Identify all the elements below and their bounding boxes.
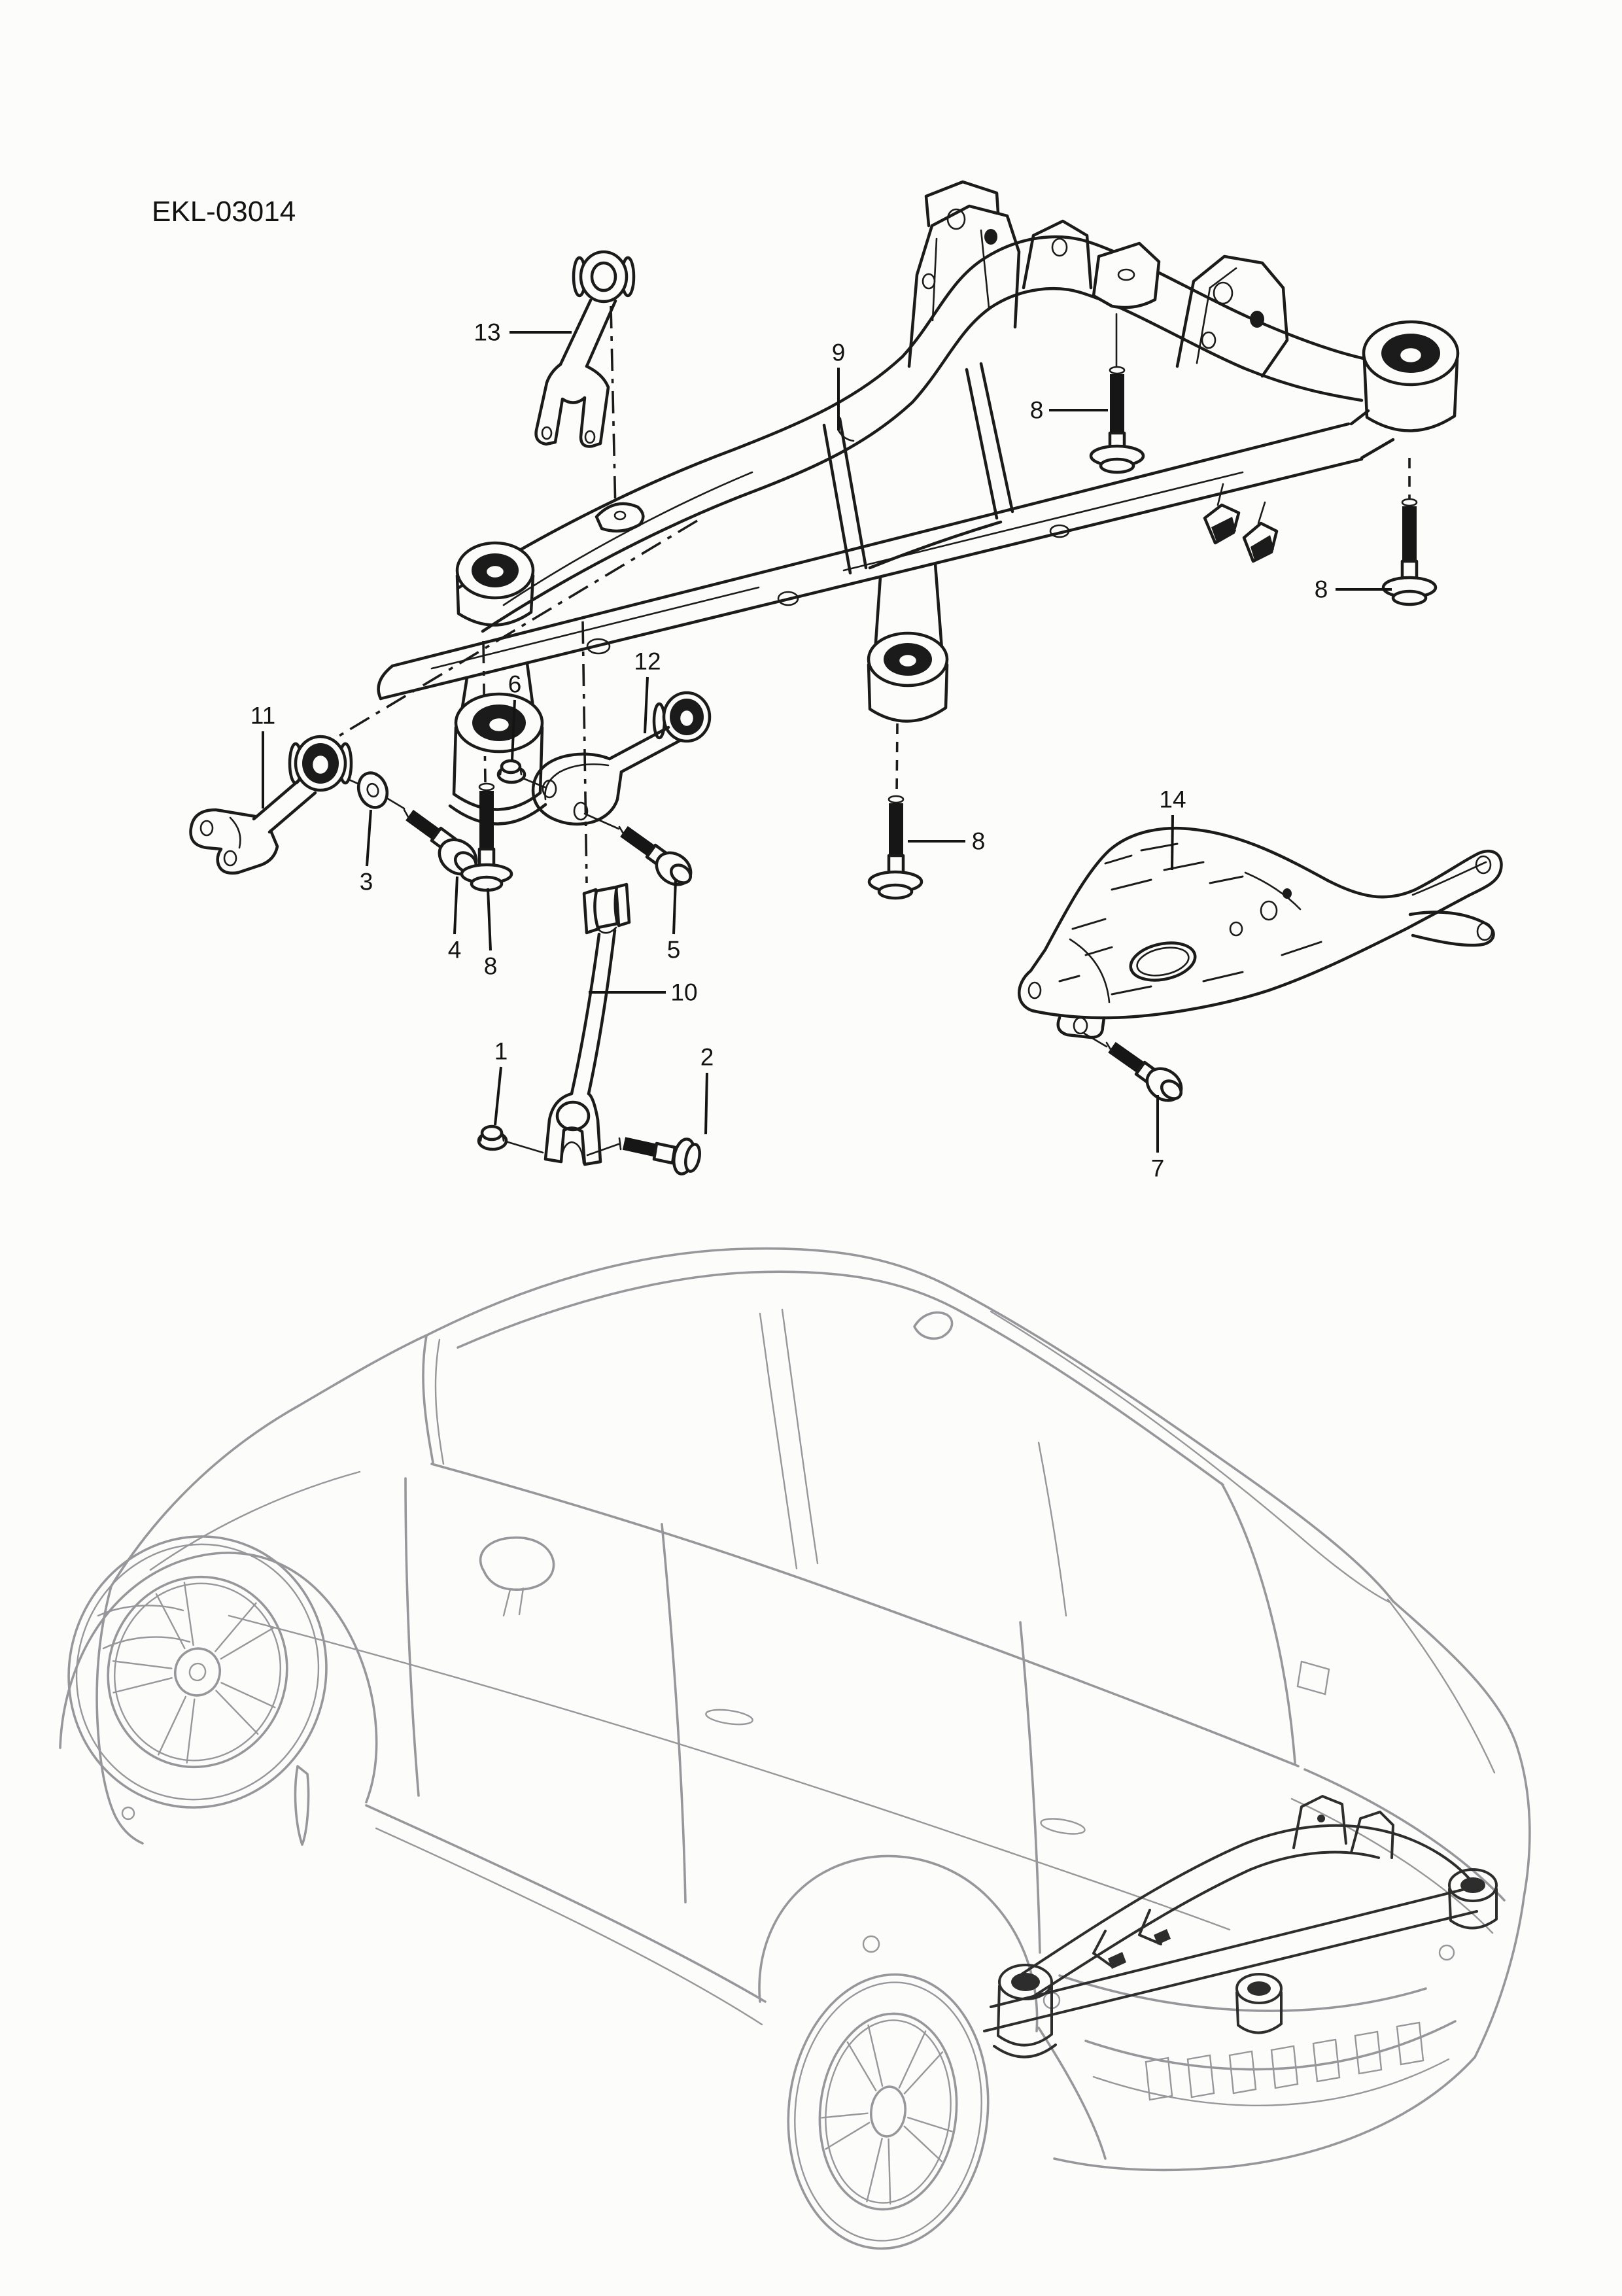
part-callout-1: 1 [494, 1038, 508, 1065]
part-callout-7: 7 [1151, 1155, 1165, 1182]
part-callout-6: 6 [508, 671, 522, 698]
rear-wheel [787, 1973, 990, 2250]
part-callout-14: 14 [1159, 786, 1186, 813]
part-callout-2: 2 [700, 1044, 714, 1071]
car-illustration [59, 1247, 1531, 2250]
callout-leader-3 [366, 809, 372, 867]
part-callout-11: 11 [250, 703, 275, 729]
part-callout-8-right: 8 [1315, 576, 1328, 603]
car-subframe-overlay [983, 1795, 1498, 2059]
subframe-part-9 [377, 180, 1460, 826]
bolt-part-4 [403, 809, 478, 876]
callout-leader-5 [672, 880, 677, 935]
callout-leader-14 [1171, 814, 1174, 871]
callout-leader-8-left [487, 888, 492, 951]
diagram-code: EKL-03014 [152, 196, 296, 228]
bolt-part-8-top [1089, 313, 1145, 474]
part-callout-12: 12 [634, 648, 661, 675]
washer-part-3 [356, 771, 389, 809]
callout-leader-12 [644, 676, 649, 734]
lateral-arm-part-11 [189, 735, 353, 875]
part-callout-9: 9 [832, 339, 846, 366]
callout-leader-6 [511, 699, 516, 761]
arm-part-12 [531, 691, 712, 826]
callout-leader-4 [453, 876, 458, 935]
callout-leader-1 [494, 1066, 502, 1126]
part-callout-13: 13 [474, 319, 500, 346]
bolt-part-5 [618, 826, 693, 886]
part-callout-8-left: 8 [484, 953, 498, 980]
rod-part-10 [544, 882, 631, 1166]
front-wheel [67, 1535, 328, 1809]
bolt-part-8-left [460, 782, 513, 892]
part-callout-3: 3 [360, 869, 373, 896]
callout-leader-2 [704, 1072, 708, 1135]
bolt-part-2 [618, 1137, 701, 1175]
upper-arm-part-13 [534, 250, 636, 448]
part-callout-4: 4 [448, 937, 462, 964]
part-callout-8-top: 8 [1030, 397, 1044, 424]
lower-arm-part-14 [1018, 826, 1503, 1039]
nut-part-1 [477, 1124, 508, 1151]
bolt-part-8-right [1381, 498, 1438, 606]
part-callout-10: 10 [670, 979, 697, 1006]
bolt-part-8-center [867, 795, 923, 900]
nut-part-6 [496, 759, 526, 784]
part-callout-5: 5 [667, 937, 681, 964]
part-callout-8-center: 8 [972, 828, 986, 855]
bolt-part-7 [1105, 1041, 1183, 1102]
